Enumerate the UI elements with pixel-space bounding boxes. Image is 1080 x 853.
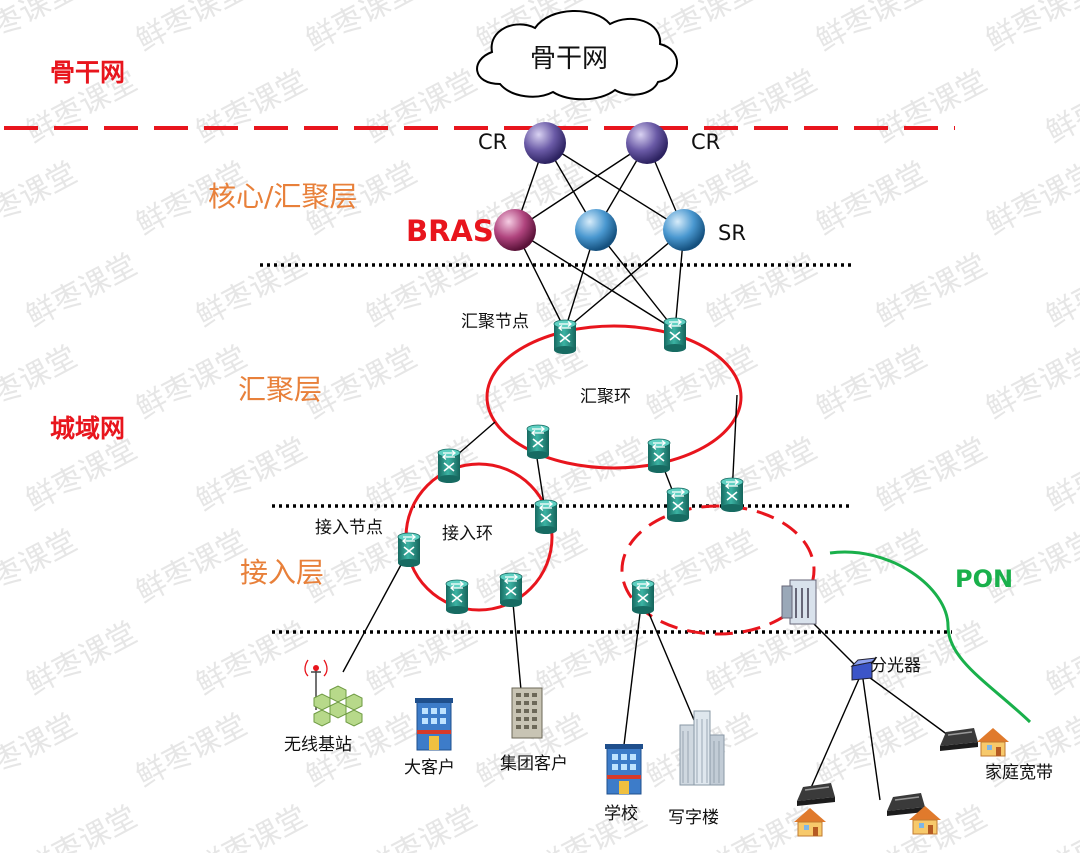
cr-left-label: CR: [478, 130, 508, 154]
sr-router-right: [663, 209, 705, 251]
office-building-icon: [679, 710, 725, 786]
splitter-icon: [850, 657, 878, 681]
cr-router-left: [524, 122, 566, 164]
aggregation-ring-router: [526, 424, 550, 460]
pon-ring-router-right: [720, 477, 744, 513]
backbone-cloud-label: 骨干网: [530, 44, 609, 74]
access-ring-label: 接入环: [442, 524, 493, 544]
access-node-router: [397, 532, 421, 568]
access-ring-router-top: [437, 448, 461, 484]
pon-access-ring: [620, 504, 816, 636]
access-ring-router-right: [534, 499, 558, 535]
big-customer-label: 大客户: [404, 758, 455, 778]
base-station-icon: [304, 659, 363, 727]
bras-label: BRAS: [406, 214, 494, 248]
house-icon-left: [793, 807, 827, 837]
aggregation-node-label: 汇聚节点: [461, 312, 529, 332]
bras-router: [494, 209, 536, 251]
pon-label: PON: [955, 565, 1014, 593]
home-broadband-label: 家庭宽带: [985, 763, 1053, 783]
olt-icon: [781, 579, 817, 625]
office-label: 写字楼: [668, 808, 719, 828]
pon-ring-router-bottom: [631, 579, 655, 615]
group-customer-label: 集团客户: [500, 754, 568, 774]
house-icon-right: [976, 727, 1010, 757]
access-ring-router-bottom-left: [445, 579, 469, 615]
cr-router-right: [626, 122, 668, 164]
aggregation-node-router-left: [553, 319, 577, 355]
aggregation-ring-router-bottom: [647, 438, 671, 474]
aggregation-layer-label: 汇聚层: [238, 373, 323, 406]
pon-ring-router-top: [666, 487, 690, 523]
aggregation-ring-label: 汇聚环: [580, 387, 631, 407]
access-layer-label: 接入层: [240, 556, 325, 589]
aggregation-ring: [485, 324, 743, 470]
access-node-label: 接入节点: [315, 518, 383, 538]
big-customer-building-icon: [415, 698, 453, 751]
pon-brace: [829, 550, 1032, 724]
sr-label: SR: [718, 221, 746, 245]
school-label: 学校: [604, 804, 638, 824]
group-customer-building-icon: [511, 687, 543, 739]
core-layer-label: 核心/汇聚层: [208, 180, 358, 213]
splitter-label: 分光器: [870, 656, 921, 676]
school-building-icon: [605, 744, 643, 795]
access-ring-router-bottom-right: [499, 572, 523, 608]
modem-icon-left: [796, 782, 836, 807]
metro-section-label: 城域网: [50, 414, 126, 443]
cr-right-label: CR: [691, 130, 721, 154]
modem-icon-right: [939, 727, 979, 752]
base-station-label: 无线基站: [284, 735, 352, 755]
sr-router-middle: [575, 209, 617, 251]
backbone-section-label: 骨干网: [50, 58, 126, 87]
aggregation-node-router-right: [663, 317, 687, 353]
backbone-cloud: [476, 10, 678, 101]
